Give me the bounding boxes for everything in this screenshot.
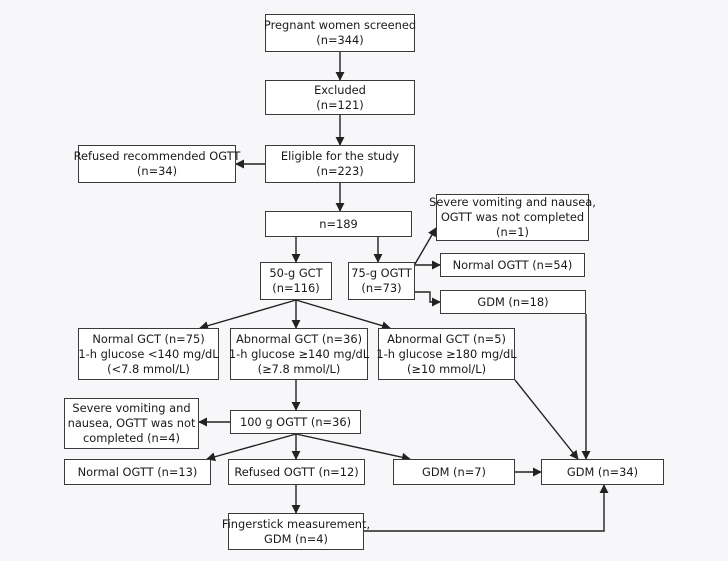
node-n189: n=189 bbox=[265, 211, 412, 237]
node-fingerstick: Fingerstick measurement,GDM (n=4) bbox=[222, 513, 370, 550]
node-ogtt75: 75-g OGTT(n=73) bbox=[348, 262, 415, 300]
node-refused-ogtt-top: Refused recommended OGTT(n=34) bbox=[74, 145, 240, 183]
node-gdm7: GDM (n=7) bbox=[393, 459, 515, 485]
node-excluded: Excluded(n=121) bbox=[265, 80, 415, 115]
node-ogtt100: 100 g OGTT (n=36) bbox=[230, 410, 361, 434]
node-vomit-top: Severe vomiting and nausea,OGTT was not … bbox=[429, 194, 596, 241]
node-normal-gct: Normal GCT (n=75)1-h glucose <140 mg/dL(… bbox=[78, 328, 219, 380]
arrow-ogtt100-to-gdm7 bbox=[295, 433, 411, 462]
arrow-gct50-to-normal-gct bbox=[199, 299, 297, 331]
arrow-ogtt75-to-vomit-top bbox=[414, 227, 437, 265]
node-eligible: Eligible for the study(n=223) bbox=[265, 145, 415, 183]
node-abnormal-gct5: Abnormal GCT (n=5)1-h glucose ≥180 mg/dL… bbox=[376, 328, 517, 380]
arrow-fingerstick-to-gdm34 bbox=[364, 484, 609, 532]
node-gdm34: GDM (n=34) bbox=[541, 459, 664, 485]
node-screened: Pregnant women screened(n=344) bbox=[264, 14, 416, 52]
arrow-ogtt100-to-normal-ogtt13 bbox=[206, 433, 297, 462]
node-refused-ogtt12: Refused OGTT (n=12) bbox=[228, 459, 365, 485]
arrow-abnormal-gct5-to-gdm34 bbox=[514, 379, 579, 460]
node-abnormal-gct36: Abnormal GCT (n=36)1-h glucose ≥140 mg/d… bbox=[229, 328, 369, 380]
node-gdm18: GDM (n=18) bbox=[440, 290, 586, 314]
node-normal-ogtt54: Normal OGTT (n=54) bbox=[440, 253, 585, 277]
node-normal-ogtt13: Normal OGTT (n=13) bbox=[64, 459, 211, 485]
arrow-ogtt75-to-gdm18 bbox=[415, 291, 441, 307]
arrow-gct50-to-abnormal-gct5 bbox=[295, 299, 391, 331]
node-gct50: 50-g GCT(n=116) bbox=[260, 262, 332, 300]
